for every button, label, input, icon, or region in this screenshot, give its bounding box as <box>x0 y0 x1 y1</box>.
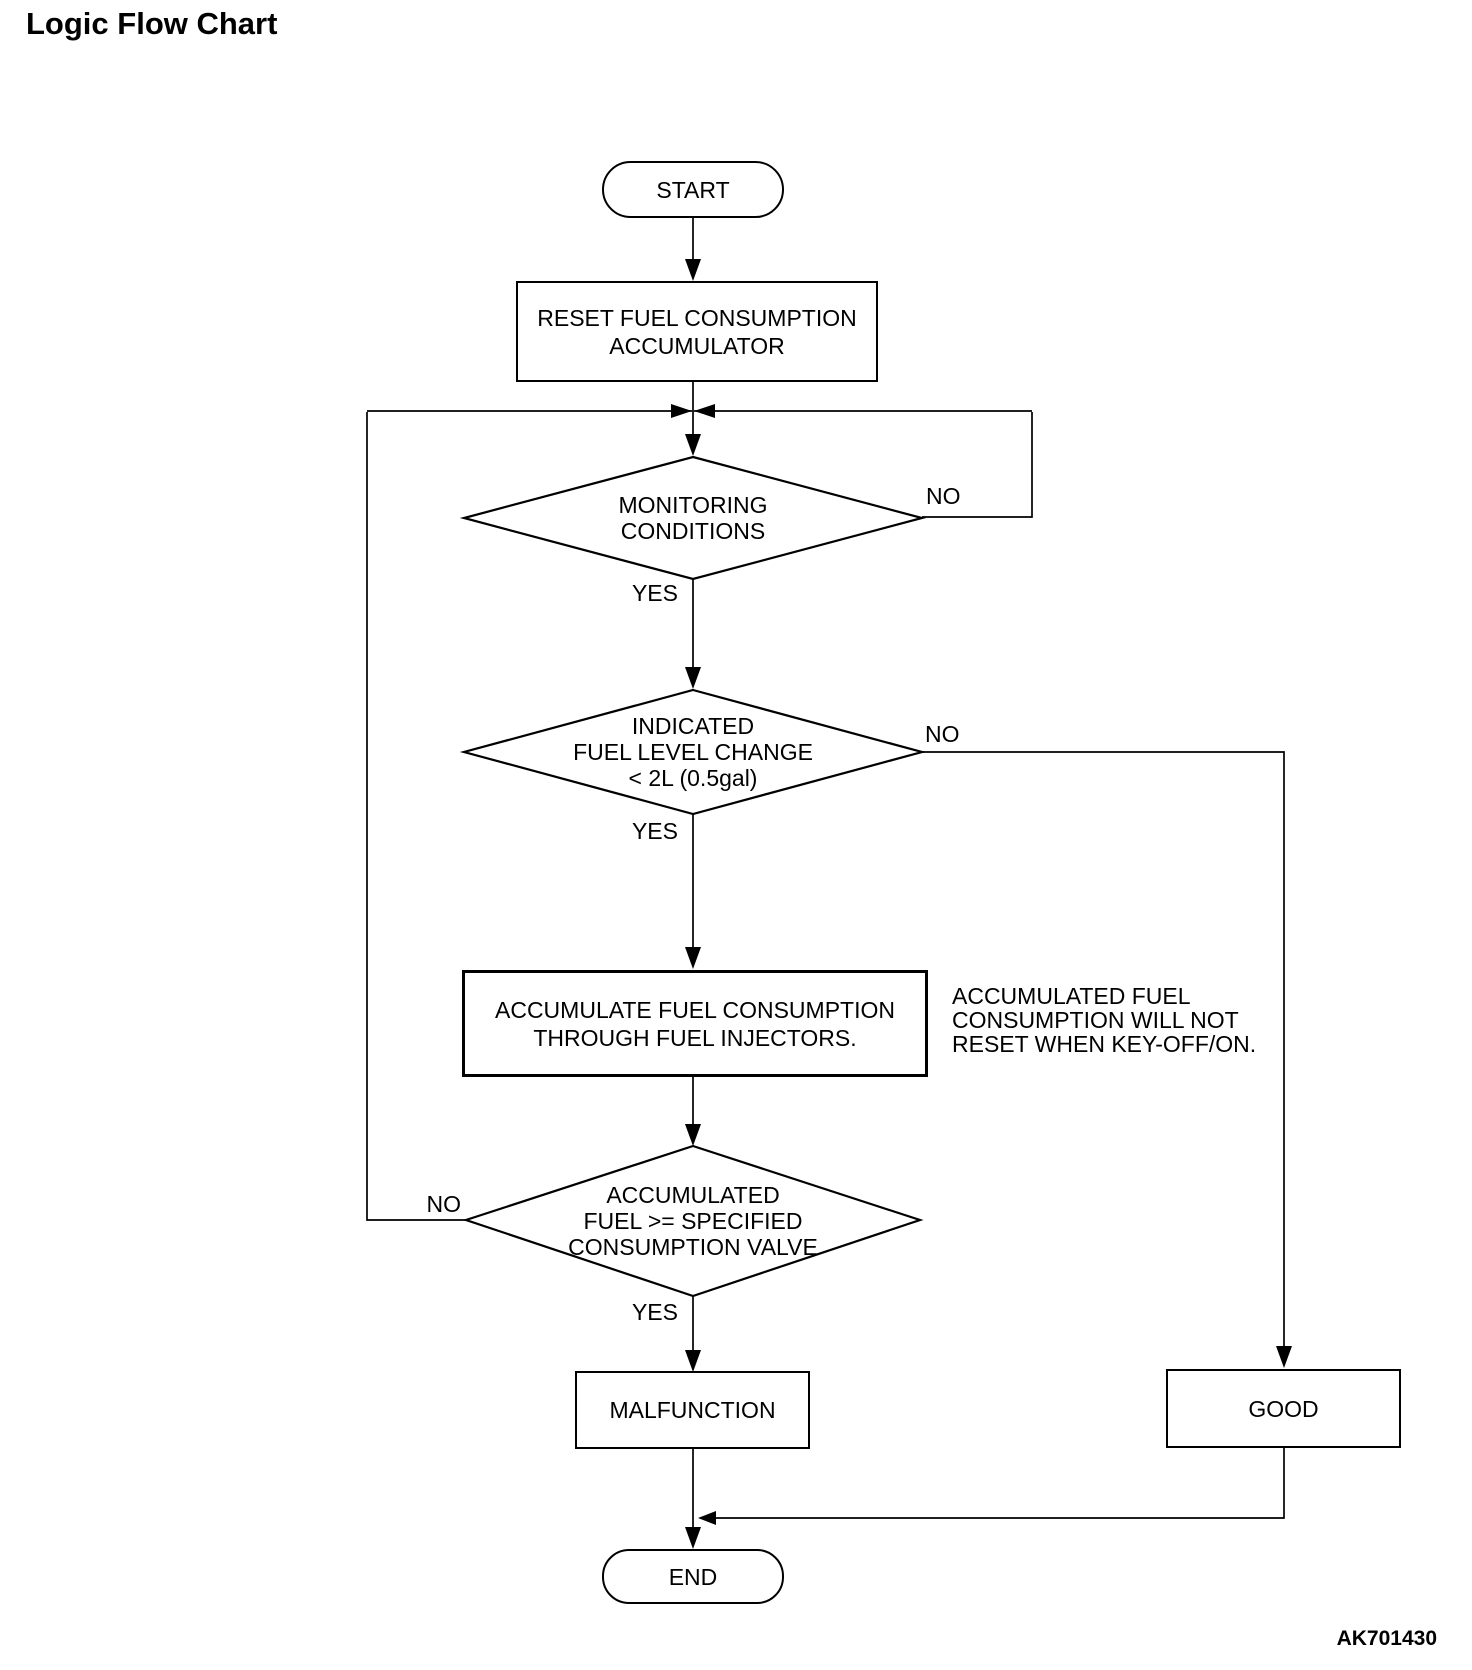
decision-monitoring-shape <box>459 455 927 581</box>
node-accumulated-fuel-line3: CONSUMPTION VALVE <box>568 1234 818 1260</box>
arrowhead-into-good <box>1276 1346 1292 1368</box>
arrowhead-merge-right <box>694 404 715 418</box>
node-monitoring-line2: CONDITIONS <box>620 518 766 544</box>
arrowhead-into-end <box>685 1527 701 1549</box>
edge-accumulated-no-loop <box>366 412 466 1221</box>
node-accumulate-line1: ACCUMULATE FUEL CONSUMPTION <box>495 996 895 1023</box>
branch-label-monitoring-yes: YES <box>631 580 678 606</box>
node-malfunction: MALFUNCTION <box>575 1371 810 1449</box>
branch-label-fuel-level-yes: YES <box>631 818 678 844</box>
node-accumulate: ACCUMULATE FUEL CONSUMPTION THROUGH FUEL… <box>462 970 928 1077</box>
node-good: GOOD <box>1166 1369 1401 1448</box>
node-reset: RESET FUEL CONSUMPTION ACCUMULATOR <box>516 281 878 382</box>
annotation-line1: ACCUMULATED FUEL <box>952 983 1191 1009</box>
node-start: START <box>602 161 784 218</box>
node-good-label: GOOD <box>1248 1395 1319 1422</box>
page-title: Logic Flow Chart <box>26 6 278 41</box>
edge-monitoring-no-loop <box>922 412 1033 518</box>
arrowhead-into-malfunction <box>685 1350 701 1372</box>
figure-code: AK701430 <box>1336 1627 1437 1650</box>
annotation-line2: CONSUMPTION WILL NOT <box>952 1007 1239 1033</box>
arrowhead-into-monitoring <box>685 434 701 456</box>
node-accumulated-fuel: ACCUMULATED FUEL >= SPECIFIED CONSUMPTIO… <box>466 1146 920 1296</box>
node-monitoring: MONITORING CONDITIONS <box>464 457 922 579</box>
decision-accumulated-shape <box>462 1144 924 1298</box>
node-reset-line1: RESET FUEL CONSUMPTION <box>537 304 857 331</box>
arrowhead-into-fuel-level <box>685 667 701 689</box>
annotation-accumulated-fuel: ACCUMULATED FUEL CONSUMPTION WILL NOT RE… <box>952 984 1312 1056</box>
arrowhead-into-reset <box>685 259 701 281</box>
decision-fuel-level-shape <box>459 688 927 816</box>
branch-label-accumulated-no: NO <box>426 1191 462 1217</box>
annotation-line3: RESET WHEN KEY-OFF/ON. <box>952 1031 1257 1057</box>
edge-fuel-level-no <box>922 751 1285 1347</box>
node-accumulate-line2: THROUGH FUEL INJECTORS. <box>533 1024 857 1051</box>
branch-label-monitoring-no: NO <box>926 483 961 509</box>
node-accumulated-fuel-line1: ACCUMULATED <box>606 1182 780 1208</box>
node-end: END <box>602 1549 784 1604</box>
node-reset-line2: ACCUMULATOR <box>609 332 785 359</box>
arrowhead-into-accumulate <box>685 947 701 969</box>
node-fuel-level-line3: < 2L (0.5gal) <box>628 765 758 791</box>
node-monitoring-line1: MONITORING <box>618 492 768 518</box>
node-fuel-level: INDICATED FUEL LEVEL CHANGE < 2L (0.5gal… <box>464 690 922 814</box>
arrowhead-merge-end-line <box>698 1511 716 1525</box>
node-malfunction-label: MALFUNCTION <box>609 1397 776 1423</box>
node-end-label: END <box>668 1563 718 1590</box>
node-accumulated-fuel-line2: FUEL >= SPECIFIED <box>583 1208 803 1234</box>
branch-label-fuel-level-no: NO <box>925 721 960 747</box>
edge-good-merge <box>716 1448 1285 1519</box>
branch-label-accumulated-yes: YES <box>631 1299 678 1325</box>
arrowhead-merge-left <box>671 404 692 418</box>
node-fuel-level-line1: INDICATED <box>631 713 755 739</box>
node-fuel-level-line2: FUEL LEVEL CHANGE <box>573 739 813 765</box>
node-start-label: START <box>656 176 730 203</box>
arrowhead-into-accumulated <box>685 1124 701 1146</box>
